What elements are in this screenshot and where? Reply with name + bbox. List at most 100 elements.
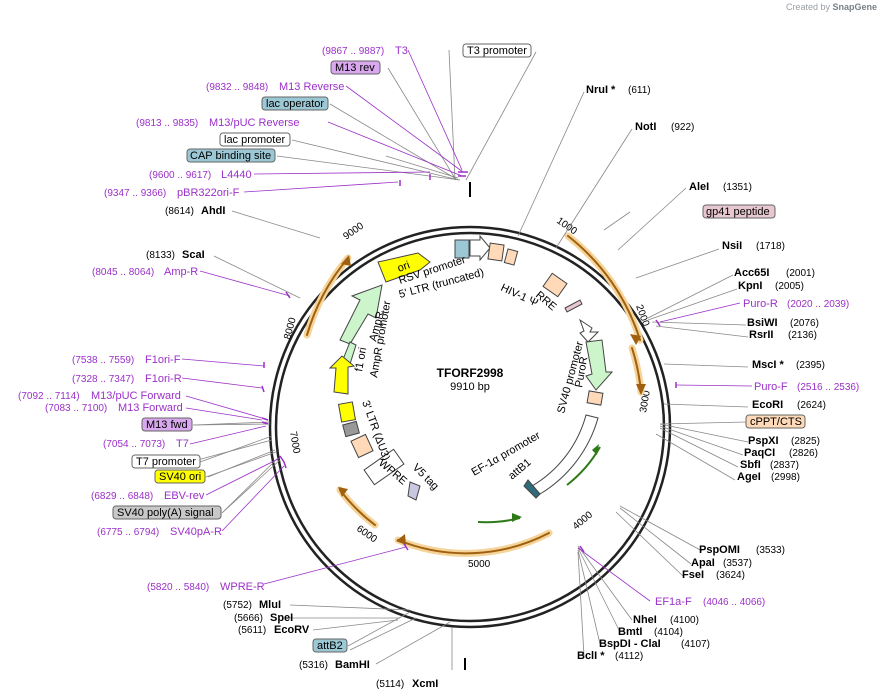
enz-bamhi: BamHI xyxy=(335,659,370,671)
enz-ecori-pos: (2624) xyxy=(797,400,826,411)
enz-acc65i-pos: (2001) xyxy=(786,268,815,279)
v5-marker xyxy=(407,481,421,501)
primer-m13puc-rev-name: M13/pUC Reverse xyxy=(209,117,299,129)
primer-m13puc-fwd-name: M13/pUC Forward xyxy=(91,390,181,402)
label-attb1: attB1 xyxy=(506,457,533,483)
connectors-boxed xyxy=(189,155,747,647)
primer-pbr322-name: pBR322ori-F xyxy=(177,187,240,199)
connectors-primers xyxy=(181,49,753,602)
small-pink-marker xyxy=(564,299,583,313)
primer-wpre-name: WPRE-R xyxy=(220,581,265,593)
rsv-promoter-block xyxy=(454,239,470,259)
enz-kpni-pos: (2005) xyxy=(775,281,804,292)
enz-paqci-pos: (2826) xyxy=(789,448,818,459)
enz-ahdi-pos: (8614) xyxy=(165,206,194,217)
box-attb2: attB2 xyxy=(317,640,343,652)
label-ef1a: EF-1α promoter xyxy=(470,429,543,478)
tick-marks xyxy=(464,182,471,670)
enz-bsiwi-pos: (2076) xyxy=(790,318,819,329)
box-sv40-ori: SV40 ori xyxy=(159,471,201,483)
enz-agei-pos: (2998) xyxy=(771,472,800,483)
credit-brand: SnapGene xyxy=(832,2,877,12)
primer-sv40pa-pos: (6775 .. 6794) xyxy=(97,527,159,538)
tick-9000: 9000 xyxy=(341,220,366,242)
primer-ticks xyxy=(261,171,677,553)
primer-f1ori-r-pos: (7328 .. 7347) xyxy=(72,374,134,385)
cppt-arrow xyxy=(579,318,600,343)
inner-features xyxy=(328,234,614,501)
green-arrowheads xyxy=(512,444,599,522)
enzyme-labels-right: NruI * (611) NotI (922) AleI (1351) NsiI… xyxy=(577,84,826,662)
enz-rsrii-pos: (2136) xyxy=(788,330,817,341)
connectors-right xyxy=(517,91,749,657)
enz-mlui-pos: (5752) xyxy=(223,600,252,611)
primer-f1ori-f-name: F1ori-F xyxy=(145,354,181,366)
enz-sbfi-pos: (2837) xyxy=(770,460,799,471)
ltr5-arrow xyxy=(469,234,491,262)
box-lac-operator: lac operator xyxy=(266,98,324,110)
enzyme-labels-left: (8614) AhdI (8133) ScaI (5752) MluI (566… xyxy=(146,205,438,690)
block-ltr3-c xyxy=(350,433,374,459)
primer-t7-name: T7 xyxy=(176,438,189,450)
primer-l4440-name: L4440 xyxy=(221,169,252,181)
primer-wpre-pos: (5820 .. 5840) xyxy=(147,582,209,593)
enz-scai: ScaI xyxy=(182,249,205,261)
enz-ecorv: EcoRV xyxy=(274,624,310,636)
hiv-psi-block xyxy=(487,242,505,262)
primer-labels: (9867 .. 9887) T3 (9832 .. 9848) M13 Rev… xyxy=(18,45,859,608)
primer-purof-pos: (2516 .. 2536) xyxy=(797,382,859,393)
enz-sbfi: SbfI xyxy=(740,459,761,471)
primer-puror-name: Puro-R xyxy=(743,298,778,310)
primer-t7-pos: (7054 .. 7073) xyxy=(103,439,165,450)
enz-xcmi-pos: (5114) xyxy=(376,679,404,690)
ori-arrow xyxy=(377,252,431,283)
primer-sv40pa-name: SV40pA-R xyxy=(170,526,222,538)
enz-nhei-pos: (4100) xyxy=(670,615,699,626)
enz-acc65i: Acc65I xyxy=(734,267,769,279)
plasmid-name: TFORF2998 xyxy=(437,366,504,380)
primer-f1ori-f-pos: (7538 .. 7559) xyxy=(72,355,134,366)
enz-spei-pos: (5666) xyxy=(234,613,263,624)
attb1-marker xyxy=(523,479,541,499)
primer-m13fwd-name: M13 Forward xyxy=(118,402,183,414)
box-m13-fwd: M13 fwd xyxy=(146,419,188,431)
enz-pspxi-pos: (2825) xyxy=(791,436,820,447)
snapgene-credit: Created by SnapGene xyxy=(786,2,877,12)
primer-puror-pos: (2020 .. 2039) xyxy=(787,299,849,310)
primer-ampr-name: Amp-R xyxy=(164,266,198,278)
block-ltr3-a xyxy=(337,401,357,423)
primer-m13puc-rev-pos: (9813 .. 9835) xyxy=(136,118,198,129)
box-sv40-polya: SV40 poly(A) signal xyxy=(117,507,214,519)
wpre-block xyxy=(363,448,405,486)
enz-bspdi: BspDI - ClaI xyxy=(599,638,661,650)
enz-nsii-pos: (1718) xyxy=(756,241,785,252)
primer-f1ori-r-name: F1ori-R xyxy=(145,373,182,385)
enz-paqci: PaqCI xyxy=(744,447,775,459)
enz-noti-pos: (922) xyxy=(671,122,694,133)
enz-nhei: NheI xyxy=(633,614,657,626)
box-lac-promoter: lac promoter xyxy=(224,134,285,146)
primer-l4440-pos: (9600 .. 9617) xyxy=(149,170,211,181)
enz-pspxi: PspXI xyxy=(748,435,779,447)
enz-fsei-pos: (3624) xyxy=(716,570,745,581)
sv40-promoter-block xyxy=(586,390,604,406)
primer-purof-name: Puro-F xyxy=(754,381,788,393)
rre-block xyxy=(542,272,568,298)
enz-ecori: EcoRI xyxy=(752,399,783,411)
enz-alei: AleI xyxy=(689,181,709,193)
puror-arrow xyxy=(585,339,614,391)
primer-ebv-pos: (6829 .. 6848) xyxy=(91,491,153,502)
primer-m13fwd-pos: (7083 .. 7100) xyxy=(45,403,107,414)
enz-spei: SpeI xyxy=(270,612,293,624)
enz-msci: MscI * xyxy=(752,359,785,371)
enz-nrui-pos: (611) xyxy=(628,85,651,96)
enz-nsii: NsiI xyxy=(722,240,742,252)
enz-kpni: KpnI xyxy=(738,280,762,292)
enz-agei: AgeI xyxy=(737,471,761,483)
primer-ampr-pos: (8045 .. 8064) xyxy=(92,267,154,278)
enz-rsrii: RsrII xyxy=(749,329,773,341)
enz-bcli: BclI * xyxy=(577,650,605,662)
hiv-block-2 xyxy=(503,248,519,266)
label-ori: ori xyxy=(396,259,412,274)
enz-mlui: MluI xyxy=(259,599,281,611)
